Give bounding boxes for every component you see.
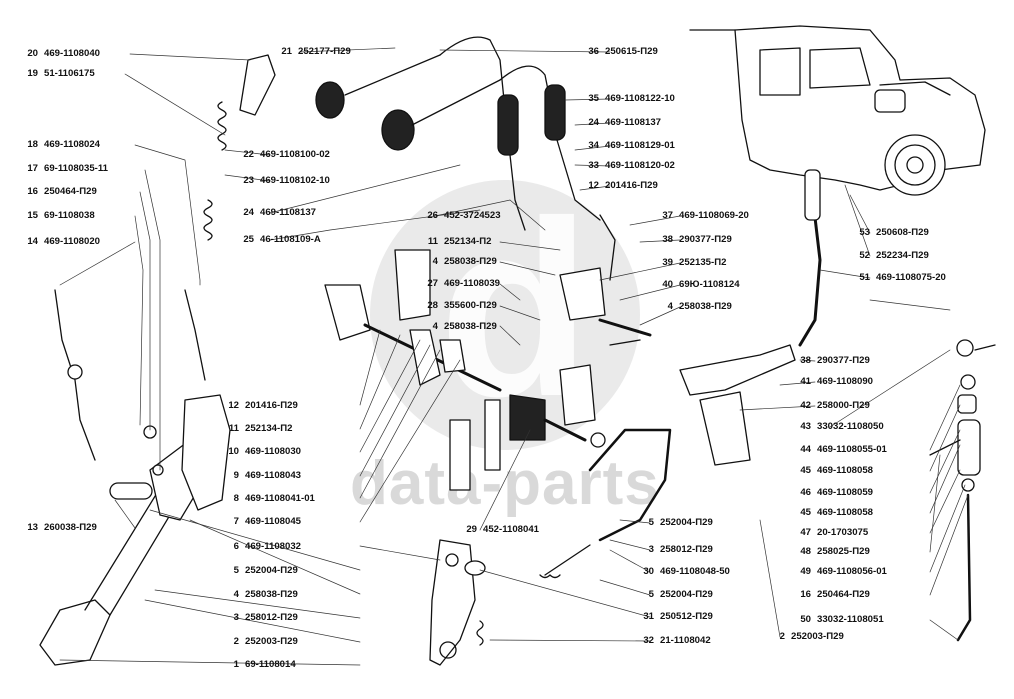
accelerator-pedal	[39, 394, 231, 666]
vehicle-illustration	[689, 25, 986, 196]
watermark-text: data-parts	[350, 449, 660, 518]
